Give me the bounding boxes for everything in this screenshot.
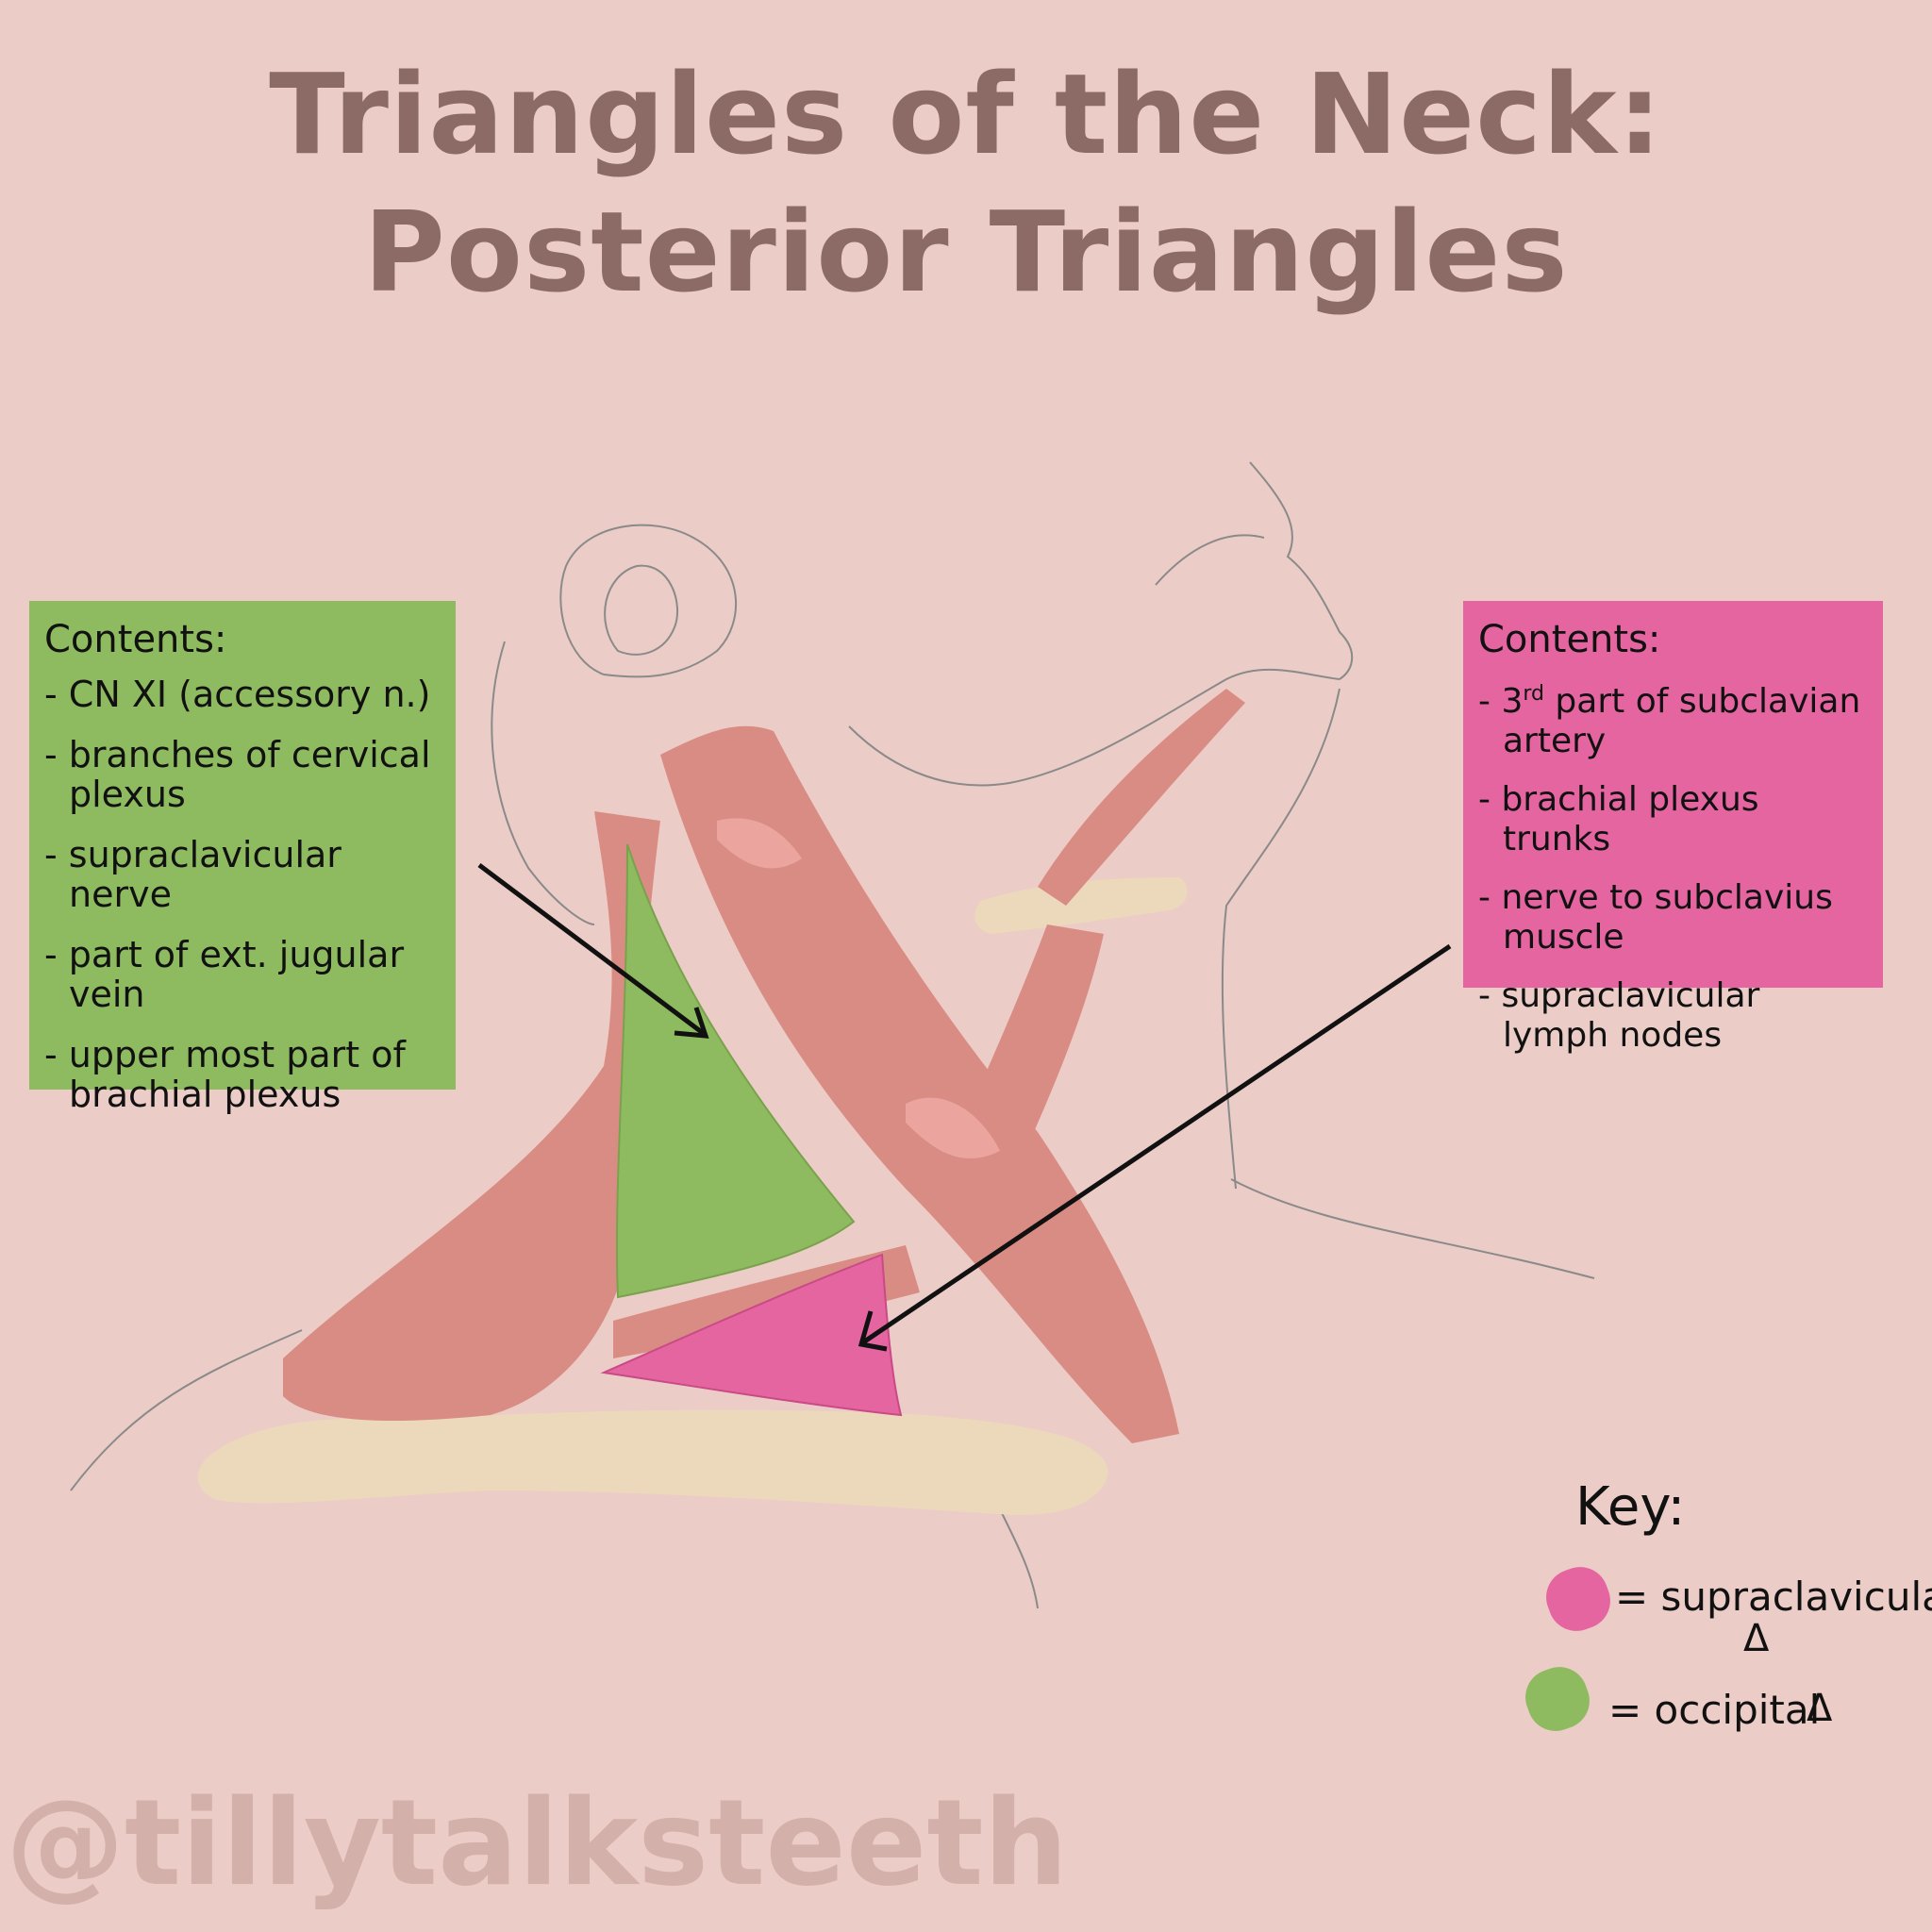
jaw-line xyxy=(848,668,1341,787)
arrows xyxy=(477,863,1452,1352)
list-item: upper most part of brachial plexus xyxy=(44,1035,441,1114)
supraclavicular-contents-list: 3rd part of subclavian artery brachial p… xyxy=(1478,675,1868,1056)
occipital-triangle xyxy=(615,843,856,1299)
key-title: Key: xyxy=(1575,1476,1686,1538)
bones xyxy=(197,877,1188,1515)
muscle-highlight-2 xyxy=(906,1097,1000,1159)
face-profile xyxy=(1249,461,1354,680)
digastric-muscle xyxy=(1038,689,1245,906)
occipital-arrowhead xyxy=(674,1007,709,1039)
clavicle-bone xyxy=(197,1409,1108,1515)
supraclavicular-triangle xyxy=(600,1253,903,1417)
shoulder-line xyxy=(70,1329,303,1491)
triangle-symbol: Δ xyxy=(1743,1617,1770,1660)
occipital-contents-list: CN XI (accessory n.) branches of cervica… xyxy=(44,675,441,1114)
head-back-line xyxy=(491,641,595,925)
ordinal-suffix: rd xyxy=(1523,682,1544,706)
chest-line xyxy=(1230,1178,1595,1279)
watermark: @tillytalksteeth xyxy=(6,1774,1069,1912)
list-item: supraclavicular lymph nodes xyxy=(1478,976,1868,1056)
title-line-2: Posterior Triangles xyxy=(363,187,1569,317)
trapezius-muscle xyxy=(283,811,660,1421)
list-item: brachial plexus trunks xyxy=(1478,780,1868,859)
list-item: part of ext. jugular vein xyxy=(44,935,441,1014)
occipital-arrow xyxy=(477,863,705,1035)
ordinal-number: 3 xyxy=(1501,682,1524,721)
arm-line xyxy=(999,1508,1039,1609)
supraclavicular-contents-box: Contents: 3rd part of subclavian artery … xyxy=(1463,601,1883,1055)
occipital-contents-heading: Contents: xyxy=(44,618,227,661)
occipital-contents-box: Contents: CN XI (accessory n.) branches … xyxy=(29,601,456,1114)
list-item: supraclavicular nerve xyxy=(44,835,441,914)
supraclavicular-key-label: = supraclavicular xyxy=(1615,1574,1932,1620)
sternocleidomastoid-muscle xyxy=(660,725,1179,1443)
list-item: nerve to subclavius muscle xyxy=(1478,878,1868,958)
list-item: CN XI (accessory n.) xyxy=(44,675,441,714)
supraclavicular-contents-heading: Contents: xyxy=(1478,618,1661,661)
title-line-1: Triangles of the Neck: xyxy=(269,49,1663,179)
triangle-symbol: Δ xyxy=(1807,1687,1833,1730)
muscle-highlight-1 xyxy=(717,818,802,869)
supraclavicular-arrow xyxy=(861,943,1452,1345)
front-neck-line xyxy=(1221,688,1341,1190)
list-item: 3rd part of subclavian artery xyxy=(1478,675,1868,761)
supraclavicular-arrowhead xyxy=(858,1310,888,1352)
occipital-key-label: = occipital xyxy=(1608,1687,1821,1733)
list-item-text: part of subclavian artery xyxy=(1503,682,1861,760)
ear-inner xyxy=(604,564,679,656)
ear-outline xyxy=(559,524,737,678)
manubrium-bone xyxy=(974,877,1188,934)
list-item: branches of cervical plexus xyxy=(44,735,441,814)
chin-line xyxy=(1155,534,1265,586)
